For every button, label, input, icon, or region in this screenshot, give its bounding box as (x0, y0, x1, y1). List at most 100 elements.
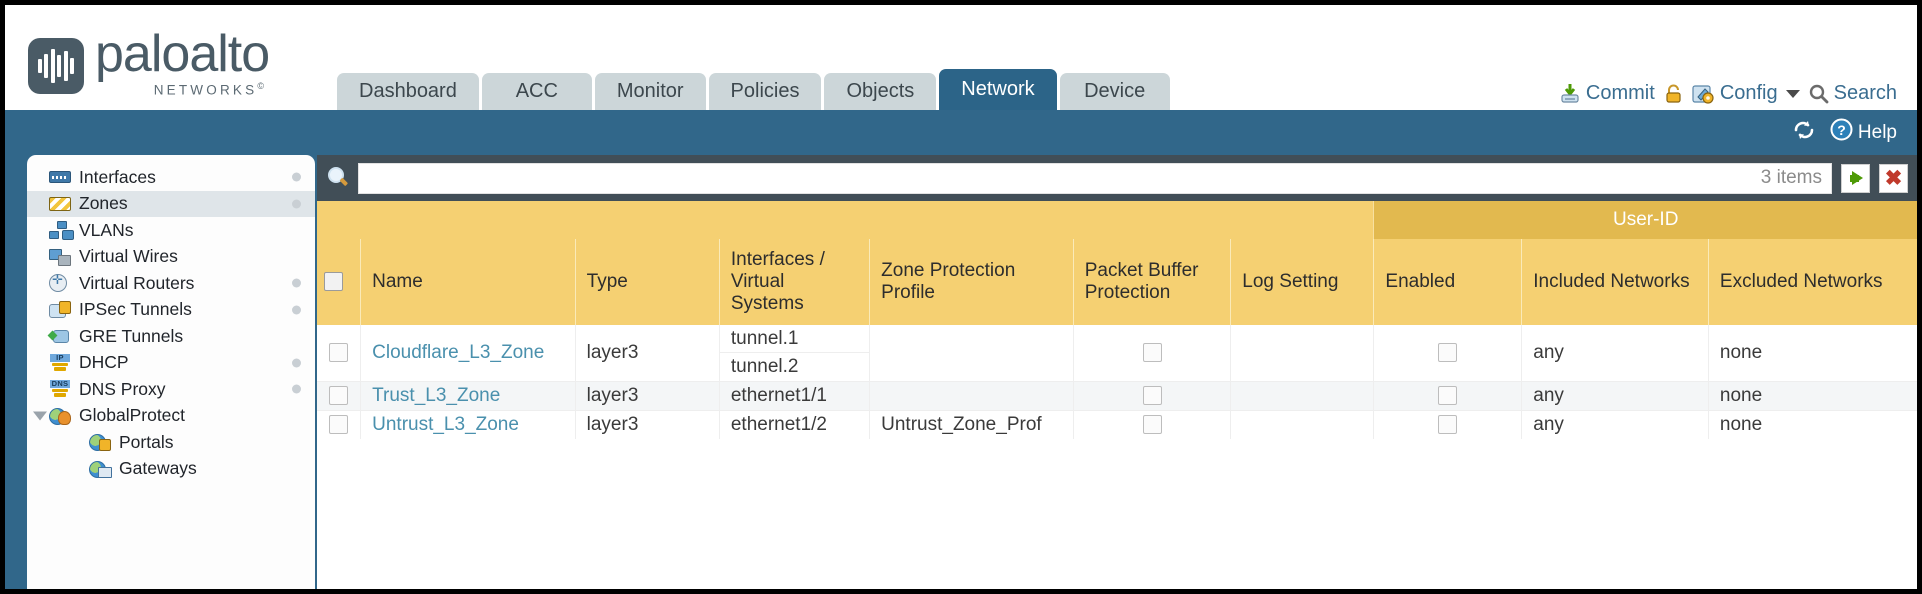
column-header-log-setting[interactable]: Log Setting (1230, 239, 1374, 325)
cell-log-setting (1230, 410, 1374, 439)
column-header-excluded-networks[interactable]: Excluded Networks (1707, 239, 1917, 325)
sidebar-item-label: Virtual Routers (79, 272, 195, 293)
column-header-packet-buffer-protection[interactable]: Packet Buffer Protection (1072, 239, 1231, 325)
sidebar-item-globalprotect[interactable]: GlobalProtect (27, 403, 315, 430)
cell-userid-enabled (1373, 325, 1522, 382)
tab-network[interactable]: Network (939, 69, 1057, 110)
config-menu[interactable]: Config (1692, 82, 1800, 105)
sidebar-status-dot (292, 358, 301, 368)
userid-enabled-checkbox[interactable] (1438, 386, 1458, 406)
row-select-cell (317, 325, 361, 382)
table-header-row: Name Type Interfaces / Virtual Systems Z… (317, 239, 1917, 325)
sidebar-item-gateways[interactable]: Gateways (27, 456, 315, 483)
cell-log-setting (1230, 381, 1374, 411)
brand-name: paloalto (95, 25, 270, 83)
refresh-icon (1792, 119, 1816, 147)
search-button[interactable]: Search (1809, 82, 1897, 105)
sidebar-item-dhcp[interactable]: IP DHCP (27, 350, 315, 377)
virtual-routers-icon (49, 272, 71, 293)
config-icon (1692, 83, 1715, 105)
cell-log-setting (1230, 325, 1374, 382)
table-row[interactable]: Cloudflare_L3_Zone layer3 tunnel.1 tunne… (317, 325, 1917, 382)
sidebar-item-gre-tunnels[interactable]: GRE Tunnels (27, 323, 315, 350)
row-select-cell (317, 410, 361, 439)
search-input[interactable]: 3 items (358, 162, 1832, 194)
interface-entry: ethernet1/1 (730, 385, 827, 406)
tab-acc[interactable]: ACC (481, 73, 592, 110)
sidebar-item-virtual-routers[interactable]: Virtual Routers (27, 270, 315, 297)
dhcp-icon: IP (49, 353, 71, 372)
column-header-type[interactable]: Type (574, 239, 720, 325)
column-header-zone-protection-profile[interactable]: Zone Protection Profile (869, 239, 1074, 325)
sidebar-item-vlans[interactable]: VLANs (27, 217, 315, 244)
cell-interfaces: ethernet1/1 (718, 381, 870, 411)
cell-name: Cloudflare_L3_Zone (360, 325, 576, 382)
paloalto-logo: paloalto NETWORKS© (28, 25, 270, 97)
config-label: Config (1719, 82, 1778, 104)
select-all-checkbox[interactable] (323, 272, 343, 292)
sidebar-item-dns-proxy[interactable]: DNS DNS Proxy (27, 376, 315, 403)
sub-toolbar: ? Help (5, 110, 1917, 155)
packet-buffer-protection-checkbox[interactable] (1142, 386, 1162, 406)
zone-name-link[interactable]: Trust_L3_Zone (372, 385, 501, 406)
row-checkbox[interactable] (329, 343, 349, 363)
cell-type: layer3 (574, 325, 720, 382)
group-header-userid: User-ID (1373, 201, 1917, 239)
zone-name-link[interactable]: Cloudflare_L3_Zone (372, 342, 545, 363)
brand-tagline-text: NETWORKS (153, 82, 258, 98)
item-count: 3 items (1760, 167, 1822, 188)
zone-name-link[interactable]: Untrust_L3_Zone (372, 414, 519, 435)
clear-filter-button[interactable]: ✖ (1879, 163, 1908, 193)
interface-entry: ethernet1/2 (730, 414, 827, 435)
vlans-icon (49, 221, 71, 240)
brand-bar: paloalto NETWORKS© Dashboard ACC Monitor… (5, 5, 1917, 110)
sidebar: Interfaces Zones VLANs Virtual Wires Vir… (27, 155, 315, 589)
table-row[interactable]: Trust_L3_Zone layer3 ethernet1/1 any (317, 381, 1917, 411)
help-button[interactable]: ? Help (1830, 118, 1897, 147)
brand-tagline: NETWORKS© (95, 82, 269, 97)
sidebar-status-dot (292, 199, 301, 209)
commit-button[interactable]: Commit (1559, 82, 1655, 105)
table-row[interactable]: Untrust_L3_Zone layer3 ethernet1/2 Untru… (317, 410, 1917, 439)
column-header-included-networks[interactable]: Included Networks (1521, 239, 1709, 325)
interface-entry: tunnel.1 (719, 325, 870, 353)
sidebar-status-dot (292, 384, 301, 394)
tab-objects[interactable]: Objects (824, 73, 937, 110)
tab-policies[interactable]: Policies (708, 73, 822, 110)
sidebar-item-zones[interactable]: Zones (27, 190, 315, 217)
sub-toolbar-actions: ? Help (1792, 118, 1897, 147)
column-header-enabled[interactable]: Enabled (1373, 239, 1522, 325)
sidebar-item-virtual-wires[interactable]: Virtual Wires (27, 244, 315, 271)
packet-buffer-protection-checkbox[interactable] (1142, 343, 1162, 363)
cell-packet-buffer-protection (1072, 381, 1231, 411)
apply-filter-button[interactable] (1841, 163, 1870, 193)
userid-enabled-checkbox[interactable] (1438, 343, 1458, 363)
apply-filter-icon (1850, 171, 1863, 185)
row-checkbox[interactable] (329, 415, 349, 435)
sidebar-item-portals[interactable]: Portals (27, 429, 315, 456)
userid-enabled-checkbox[interactable] (1438, 415, 1458, 435)
search-icon (1809, 84, 1829, 104)
row-checkbox[interactable] (329, 386, 349, 406)
sidebar-item-label: Gateways (119, 458, 197, 479)
sidebar-item-label: DHCP (79, 352, 129, 373)
cell-type: layer3 (574, 410, 720, 439)
dns-proxy-icon: DNS (49, 380, 71, 398)
sidebar-item-label: DNS Proxy (79, 378, 166, 399)
refresh-button[interactable] (1792, 119, 1816, 147)
column-header-name[interactable]: Name (360, 239, 576, 325)
column-header-interfaces[interactable]: Interfaces / Virtual Systems (718, 239, 870, 325)
packet-buffer-protection-checkbox[interactable] (1142, 415, 1162, 435)
sidebar-item-ipsec-tunnels[interactable]: IPSec Tunnels (27, 297, 315, 324)
expand-collapse-icon[interactable] (33, 411, 47, 421)
tab-dashboard[interactable]: Dashboard (337, 73, 479, 110)
tab-device[interactable]: Device (1059, 73, 1170, 110)
sidebar-item-label: Zones (79, 193, 128, 214)
sidebar-item-interfaces[interactable]: Interfaces (27, 164, 315, 191)
sidebar-status-dot (292, 305, 301, 315)
magnifier-icon[interactable] (328, 167, 350, 189)
cell-excluded-networks: none (1707, 325, 1917, 382)
lock-button[interactable] (1664, 83, 1683, 105)
tab-monitor[interactable]: Monitor (594, 73, 706, 110)
zones-table: User-ID Name Type Interfaces / Virtual S… (317, 201, 1917, 439)
